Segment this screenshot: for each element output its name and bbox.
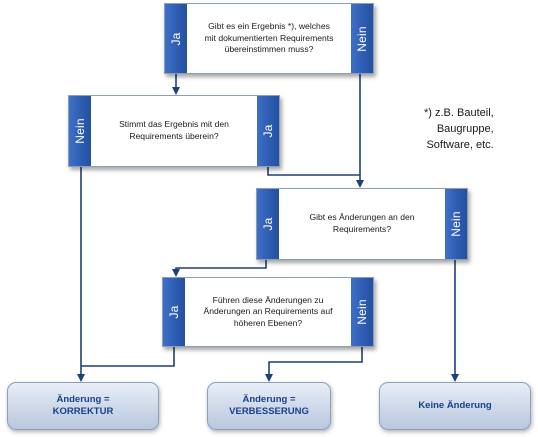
decision-question: Gibt es Änderungen an den Requirements? bbox=[309, 212, 415, 234]
decision-ergebnis-dokumentiert: Ja Gibt es ein Ergebnis *), welches mit … bbox=[164, 3, 374, 74]
decision-question: Stimmt das Ergebnis mit den Requirements… bbox=[119, 119, 229, 141]
decision-question: Gibt es ein Ergebnis *), welches mit dok… bbox=[204, 21, 334, 55]
connector-d3-ja-to-d4 bbox=[172, 258, 267, 277]
footnote: *) z.B. Bauteil, Baugruppe, Software, et… bbox=[424, 107, 494, 151]
no-side-bar: Nein bbox=[445, 189, 467, 259]
yes-side-bar: Ja bbox=[257, 96, 279, 166]
connector-d4-ja-to-korrektur bbox=[81, 345, 175, 367]
no-side-bar: Nein bbox=[351, 278, 373, 346]
connector-d2-ja-to-d3 bbox=[267, 165, 360, 176]
yes-side-bar: Ja bbox=[163, 278, 185, 346]
result-keine-aenderung: Keine Änderung bbox=[379, 382, 531, 430]
no-label: Nein bbox=[73, 118, 87, 144]
decision-ergebnis-stimmt: Nein Stimmt das Ergebnis mit den Require… bbox=[68, 95, 280, 167]
decision-aenderungen-requirements: Ja Gibt es Änderungen an den Requirement… bbox=[256, 188, 468, 260]
no-label: Nein bbox=[449, 211, 463, 237]
no-side-bar: Nein bbox=[351, 4, 373, 73]
result-verbesserung: Änderung = VERBESSERUNG bbox=[207, 382, 331, 430]
yes-label: Ja bbox=[167, 305, 181, 319]
yes-side-bar: Ja bbox=[165, 4, 187, 73]
result-korrektur: Änderung = KORREKTUR bbox=[7, 382, 159, 430]
connector-d4-nein-to-verbesserung bbox=[265, 345, 363, 382]
decision-hoehere-ebenen: Ja Führen diese Änderungen zu Änderungen… bbox=[162, 277, 374, 347]
no-side-bar: Nein bbox=[69, 96, 91, 166]
decision-question: Führen diese Änderungen zu Änderungen an… bbox=[203, 294, 333, 328]
yes-label: Ja bbox=[261, 217, 275, 231]
no-label: Nein bbox=[355, 299, 369, 325]
no-label: Nein bbox=[355, 25, 369, 52]
yes-side-bar: Ja bbox=[257, 189, 279, 259]
yes-label: Ja bbox=[261, 124, 275, 138]
yes-label: Ja bbox=[169, 31, 183, 46]
